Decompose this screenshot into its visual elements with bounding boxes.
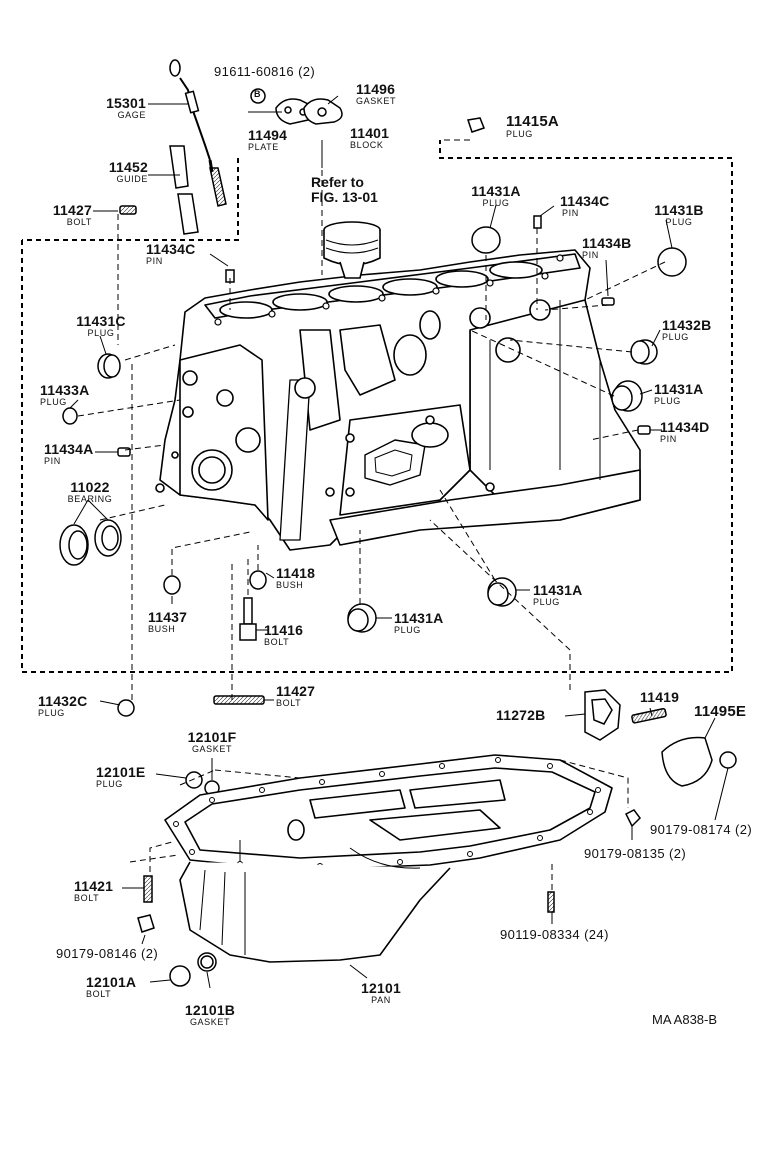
- label-11496: 11496 GASKET: [356, 81, 397, 106]
- label-11419: 11419: [640, 689, 680, 705]
- label-11437: 11437 BUSH: [148, 609, 188, 634]
- label-11494: 11494 PLATE: [248, 127, 288, 152]
- label-90179-08135: 90179-08135 (2): [584, 846, 687, 861]
- label-90179-08174: 90179-08174 (2): [650, 822, 753, 837]
- piston-reference: [323, 221, 381, 279]
- oil-pan: [164, 754, 613, 963]
- label-15301: 15301 GAGE: [106, 95, 146, 120]
- label-11431A-bottom: 11431A PLUG: [394, 610, 444, 635]
- label-11434B: 11434B PIN: [582, 235, 632, 260]
- label-11431A-top: 11431A PLUG: [471, 183, 521, 208]
- bolt-marker-b: B: [254, 89, 261, 99]
- dipstick-guide-tube: [169, 145, 227, 235]
- label-91611-60816: 91611-60816 (2): [214, 64, 315, 80]
- label-11427-bottom: 11427 BOLT: [276, 683, 316, 708]
- label-11431C: 11431C PLUG: [76, 313, 126, 338]
- label-12101A: 12101A BOLT: [86, 974, 137, 999]
- label-11432B: 11432B PLUG: [662, 317, 712, 342]
- label-11434A: 11434A PIN: [44, 441, 94, 466]
- label-11418: 11418 BUSH: [276, 565, 316, 590]
- label-11401: 11401 BLOCK: [350, 125, 390, 150]
- label-12101: 12101 PAN: [361, 980, 401, 1005]
- label-12101F: 12101F GASKET: [187, 729, 237, 754]
- label-11431A-right: 11431A PLUG: [654, 381, 704, 406]
- leader-lines: [69, 95, 729, 989]
- small-parts: [59, 88, 737, 987]
- label-11432C: 11432C PLUG: [38, 693, 88, 718]
- label-11415A: 11415A PLUG: [506, 113, 559, 139]
- label-11272B: 11272B: [496, 707, 546, 723]
- label-11495E: 11495E: [694, 703, 747, 720]
- label-11421: 11421 BOLT: [74, 878, 114, 903]
- label-11452: 11452 GUIDE: [108, 159, 148, 184]
- label-11434C-top: 11434C PIN: [560, 193, 610, 218]
- figure-code: MA A838-B: [652, 1012, 718, 1027]
- label-90179-08146: 90179-08146 (2): [56, 946, 159, 961]
- label-11427-top: 11427 BOLT: [52, 202, 92, 227]
- label-12101B: 12101B GASKET: [184, 1002, 236, 1027]
- label-11416: 11416 BOLT: [264, 622, 304, 647]
- assembly-boundary-dashed: [21, 140, 733, 673]
- label-11433A: 11433A PLUG: [40, 382, 90, 407]
- label-11022: 11022 BEARING: [67, 479, 113, 504]
- cylinder-block: [155, 249, 641, 551]
- label-11431A-mid: 11431A PLUG: [533, 582, 583, 607]
- reference-note: Refer to FIG. 13-01: [311, 174, 378, 206]
- label-11434D: 11434D PIN: [660, 419, 710, 444]
- label-11434C-left: 11434C PIN: [146, 241, 196, 266]
- label-11431B: 11431B PLUG: [654, 202, 704, 227]
- label-12101E: 12101E PLUG: [96, 764, 146, 789]
- part-number: 91611-60816 (2): [214, 64, 316, 79]
- label-90119-08334: 90119-08334 (24): [500, 927, 609, 942]
